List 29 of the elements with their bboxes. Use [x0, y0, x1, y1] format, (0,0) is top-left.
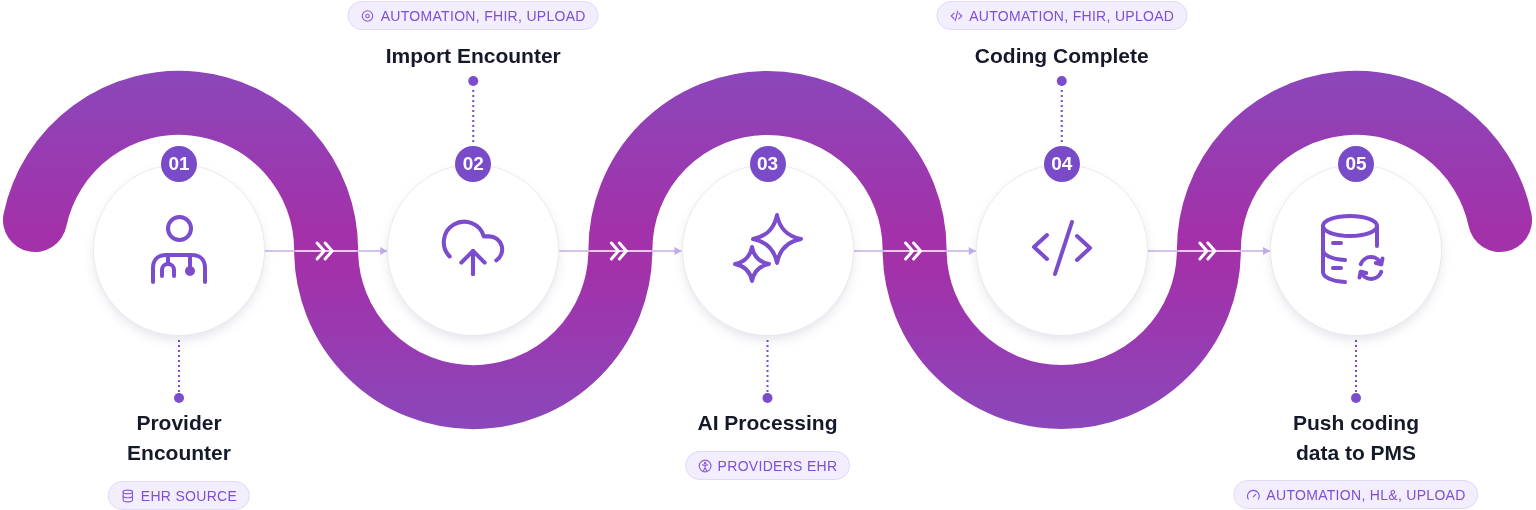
step-title: AI Processing: [697, 408, 838, 438]
step-title: Import Encounter: [385, 41, 561, 71]
tag-pill: [684, 451, 851, 480]
step-number: 01: [161, 146, 197, 182]
chevron-arrow: [264, 241, 388, 261]
step-number: 02: [455, 146, 492, 182]
chevron-arrow: [852, 241, 977, 261]
tag-text: AUTOMATION, FHIR, UPLOAD: [380, 7, 586, 24]
tag-pill: [936, 1, 1188, 30]
chevron-arrow: [558, 241, 683, 261]
tag-pill: [1233, 480, 1479, 509]
step-circle: [975, 146, 1148, 336]
chevron-arrow: [1147, 241, 1271, 261]
step-title: Coding Complete: [974, 41, 1149, 71]
step-number: 04: [1043, 146, 1080, 182]
step-circle: [387, 146, 560, 336]
tag-pill: [347, 1, 599, 30]
step-circle: [681, 146, 854, 336]
tag-text: EHR SOURCE: [140, 487, 238, 504]
tag-text: AUTOMATION, FHIR, UPLOAD: [969, 7, 1175, 24]
tag-text: AUTOMATION, HL&, UPLOAD: [1266, 486, 1466, 503]
step-circle: [1270, 146, 1442, 336]
tag-pill: [107, 481, 251, 510]
step-circle: [93, 146, 265, 336]
step-title: Push coding data to PMS: [1288, 408, 1424, 468]
tag-text: PROVIDERS EHR: [717, 457, 838, 474]
step-number: 05: [1338, 146, 1374, 182]
step-title: Provider Encounter: [116, 408, 242, 468]
step-number: 03: [749, 146, 786, 182]
